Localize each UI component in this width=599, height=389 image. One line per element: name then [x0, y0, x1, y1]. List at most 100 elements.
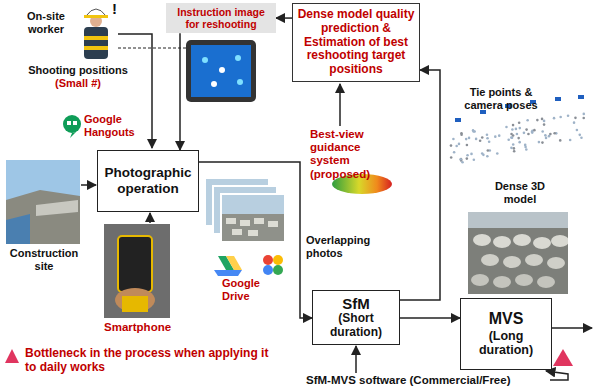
- site-arrow: [81, 184, 96, 186]
- phone-arrow: [149, 213, 151, 223]
- role-label: On-site worker: [18, 10, 74, 35]
- box-title: Dense model quality prediction & Estimat…: [297, 8, 415, 77]
- illustration-part: [551, 235, 568, 247]
- tie-point: [458, 143, 461, 146]
- tie-point: [466, 154, 469, 157]
- tie-point: [525, 128, 528, 131]
- smartphone-photo: [104, 224, 170, 318]
- illustration-part: [214, 270, 242, 276]
- illustration-part: [6, 214, 30, 244]
- process-box: SfM(Short duration): [312, 290, 400, 345]
- illustration-part: [84, 36, 108, 40]
- box-note: (Short duration): [316, 312, 396, 340]
- tie-point: [567, 114, 570, 117]
- flow-arrow: [199, 162, 312, 318]
- tie-point: [543, 120, 546, 123]
- illustration-part: [503, 256, 521, 268]
- alert-mark: !: [112, 0, 124, 17]
- illustration-part: [222, 214, 284, 241]
- tie-point: [526, 119, 529, 122]
- bottleneck-marker: [553, 349, 573, 366]
- tie-point: [559, 116, 562, 119]
- tie-point: [488, 141, 491, 144]
- tie-point: [544, 134, 547, 137]
- tie-point: [460, 133, 463, 136]
- tie-point: [524, 144, 527, 147]
- tie-point: [559, 139, 562, 142]
- illustration-part: [73, 121, 77, 125]
- illustration-part: [493, 276, 511, 288]
- tie-point: [505, 126, 508, 129]
- software-arrow: [546, 371, 568, 380]
- tie-point: [524, 146, 527, 149]
- tie-point: [468, 137, 471, 140]
- tie-point: [511, 136, 514, 139]
- illustration-part: [273, 265, 283, 275]
- tablet-image: [186, 40, 256, 102]
- tie-point: [496, 152, 499, 155]
- illustration-part: [471, 274, 489, 286]
- illustration-part: [122, 296, 148, 312]
- tie-point: [455, 145, 458, 148]
- tie-point: [517, 137, 520, 140]
- photos-icon: [263, 255, 283, 275]
- data-label: Tie points & camera poses: [458, 86, 544, 111]
- data-label: Overlapping photos: [306, 234, 378, 259]
- illustration-part: [191, 45, 251, 97]
- tie-point: [472, 130, 475, 133]
- software-arrow: [355, 346, 357, 373]
- tie-point: [513, 150, 516, 153]
- tie-point: [515, 128, 518, 131]
- flow-arrow: [400, 317, 460, 319]
- illustration-part: [221, 194, 285, 242]
- tie-point: [494, 135, 497, 138]
- illustration-part: [118, 236, 152, 292]
- legend-swatch: [4, 348, 20, 364]
- tie-point: [516, 133, 519, 136]
- illustration-part: [468, 212, 568, 228]
- tie-point: [461, 161, 464, 164]
- flow-arrow: [400, 70, 440, 300]
- tie-point: [518, 141, 521, 144]
- tool-label: Google Drive: [222, 277, 272, 302]
- illustration-part: [36, 200, 78, 216]
- tie-point: [545, 137, 548, 140]
- illustration-part: [273, 255, 283, 265]
- tie-point: [450, 144, 453, 147]
- illustration-part: [86, 9, 106, 16]
- process-box: MVS(Long duration): [460, 298, 552, 370]
- illustration-part: [254, 218, 264, 224]
- illustration-part: [6, 160, 80, 244]
- tie-point: [549, 133, 552, 136]
- tie-point: [536, 119, 539, 122]
- illustration-part: [84, 15, 108, 18]
- illustration-part: [202, 57, 208, 63]
- illustration-part: [493, 236, 511, 248]
- illustration-part: [84, 46, 108, 50]
- illustration-part: [263, 255, 273, 265]
- tie-point: [511, 128, 514, 131]
- tie-point: [460, 158, 463, 161]
- tie-point: [541, 118, 544, 121]
- tie-point: [553, 132, 556, 135]
- illustration-part: [219, 67, 225, 73]
- box-note: (Long duration): [464, 329, 548, 358]
- camera-pose: [578, 95, 584, 99]
- data-label: Dense 3D model: [484, 180, 556, 205]
- illustration-part: [70, 132, 76, 138]
- illustration-part: [537, 276, 555, 288]
- illustration-part: [235, 55, 241, 61]
- illustration-part: [481, 254, 499, 266]
- tie-point: [486, 133, 489, 136]
- illustration-part: [115, 288, 155, 312]
- tie-point: [582, 113, 585, 116]
- tie-point: [541, 130, 544, 133]
- tie-point: [450, 156, 453, 159]
- device-label: Smartphone: [104, 321, 174, 334]
- tie-point: [580, 137, 583, 140]
- tie-point: [486, 137, 489, 140]
- box-title: MVS: [464, 310, 548, 328]
- illustration-part: [6, 190, 80, 244]
- tie-point: [498, 134, 501, 137]
- tie-point: [527, 133, 530, 136]
